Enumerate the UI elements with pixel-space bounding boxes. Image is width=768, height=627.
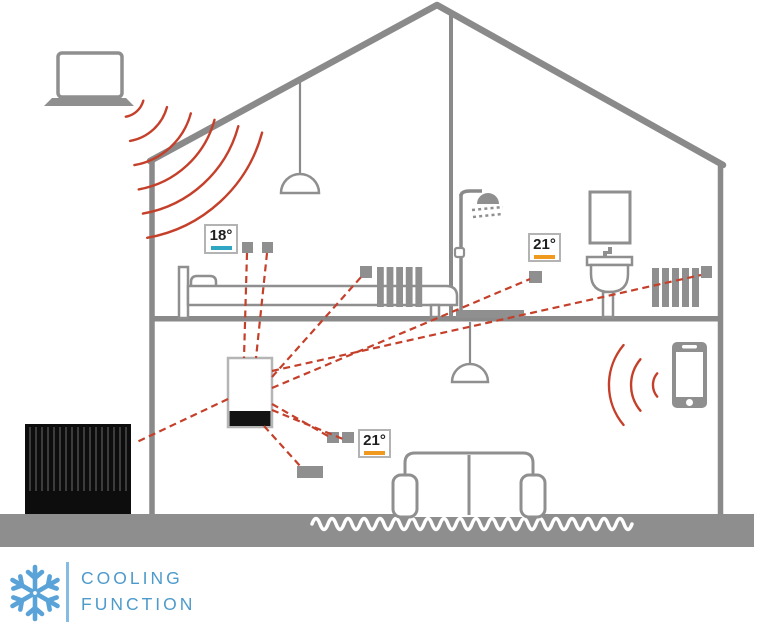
brand-divider — [66, 562, 69, 622]
radiator-valve-receiver — [360, 266, 372, 278]
connection-lines — [136, 252, 702, 468]
shower-icon — [453, 189, 524, 318]
thermostat-bedroom: 18° — [204, 224, 238, 254]
thermostat-receiver — [242, 242, 253, 253]
radiator-bedroom-icon — [360, 266, 423, 307]
thermostat-living-value: 21° — [363, 431, 386, 449]
boiler-icon — [226, 356, 274, 429]
house-outline — [146, 1, 727, 514]
thermostat-bedroom-mode-bar — [210, 246, 232, 250]
thermostat-receiver — [262, 242, 273, 253]
laptop-signal-waves-icon — [124, 99, 264, 239]
mirror-icon — [588, 190, 632, 245]
laptop-icon — [44, 51, 134, 106]
pendant-lamp-downstairs-icon — [450, 322, 490, 384]
thermostat-bathroom-mode-bar — [534, 254, 555, 259]
underfloor-heating-wave — [310, 516, 634, 532]
sink-icon — [585, 247, 634, 319]
roof — [146, 1, 727, 169]
thermostat-receiver — [342, 432, 354, 443]
radiator-valve-receiver — [701, 266, 712, 278]
phone-signal-waves-icon — [607, 343, 659, 427]
radiator-right-icon — [652, 266, 712, 307]
thermostat-receiver — [327, 432, 339, 443]
thermostat-living-mode-bar — [364, 450, 385, 455]
thermostat-bedroom-value: 18° — [209, 227, 233, 244]
brand-title-line1: COOLING — [81, 568, 183, 588]
bed-icon — [177, 265, 459, 320]
wireless-receivers — [242, 242, 542, 478]
thermostat-receiver — [529, 271, 542, 283]
thermostat-living: 21° — [358, 429, 391, 458]
thermostat-bathroom: 21° — [528, 233, 561, 262]
outdoor-unit-icon — [25, 424, 131, 514]
pendant-lamp-upstairs-icon — [279, 81, 321, 195]
thermostat-bathroom-value: 21° — [533, 235, 556, 253]
brand-title-line2: FUNCTION — [81, 594, 196, 614]
smartphone-icon — [672, 342, 707, 408]
snowflake-icon — [6, 564, 64, 624]
sofa-icon — [391, 451, 547, 519]
shower-tray — [456, 310, 524, 318]
brand-logo: COOLING FUNCTION — [0, 558, 300, 627]
floor-receiver — [297, 466, 323, 478]
